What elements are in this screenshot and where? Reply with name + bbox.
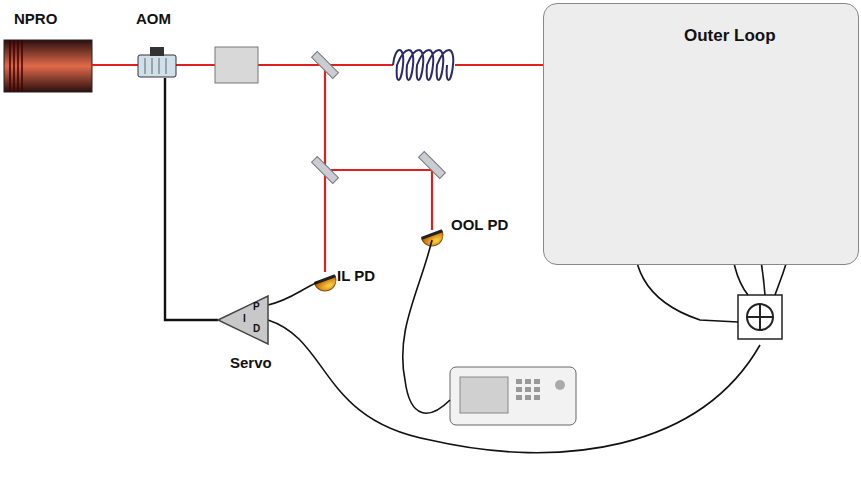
part-label: IL PD: [337, 267, 375, 284]
drawing-stroke: [516, 379, 522, 384]
drawing-stroke: [525, 387, 531, 392]
drawing-stroke: [152, 58, 153, 74]
servo-triangle: [214, 292, 284, 348]
servo-outline: [218, 296, 268, 344]
cable: [165, 78, 218, 320]
spectrum-analyzer: [450, 367, 576, 425]
photodiode: [421, 229, 446, 249]
drawing-stroke: [419, 152, 446, 179]
outer-loop-enclosure: Outer Loop: [543, 3, 859, 265]
drawing-stroke: [534, 387, 540, 392]
drawing-stroke: [534, 379, 540, 384]
drawing-stroke: [13, 40, 15, 92]
aom: [138, 55, 176, 77]
drawing-stroke: [421, 229, 443, 239]
pid-letter: I: [243, 313, 246, 324]
pid-letter: D: [253, 323, 260, 334]
drawing-stroke: [166, 58, 167, 74]
part-label: OOL PD: [451, 216, 508, 233]
drawing-stroke: [747, 304, 773, 330]
drawing-stroke: [525, 379, 531, 384]
pid-letter: P: [253, 301, 260, 312]
cable: [268, 282, 318, 305]
mirror: [312, 157, 339, 184]
drawing-stroke: [145, 58, 146, 74]
mirror: [419, 152, 446, 179]
node-label: Servo: [230, 354, 272, 371]
cable: [268, 320, 760, 453]
drawing-stroke: [312, 157, 339, 184]
part-label: NPRO: [14, 10, 57, 27]
node-label: Outer Loop: [684, 26, 776, 46]
photodiode: [314, 274, 339, 294]
mirror: [312, 52, 339, 79]
laser-beam: [325, 170, 432, 230]
isolator: [215, 47, 258, 83]
drawing-stroke: [21, 40, 23, 92]
drawing-stroke: [312, 52, 339, 79]
drawing-stroke: [555, 380, 565, 390]
drawing-stroke: [516, 387, 522, 392]
drawing-stroke: [9, 40, 11, 92]
drawing-stroke: [460, 377, 508, 413]
optical-fiber: [393, 50, 453, 80]
npro-laser: [4, 40, 92, 92]
cable: [403, 240, 450, 413]
drawing-stroke: [534, 395, 540, 400]
drawing-stroke: [525, 395, 531, 400]
part-label: AOM: [136, 10, 171, 27]
drawing-stroke: [516, 395, 522, 400]
drawing-stroke: [159, 58, 160, 74]
drawing-stroke: [759, 304, 761, 330]
aom-connector: [150, 47, 164, 56]
servo-amplifier: PID Servo: [214, 292, 284, 374]
summing-junction: [738, 295, 782, 339]
drawing-stroke: [17, 40, 19, 92]
